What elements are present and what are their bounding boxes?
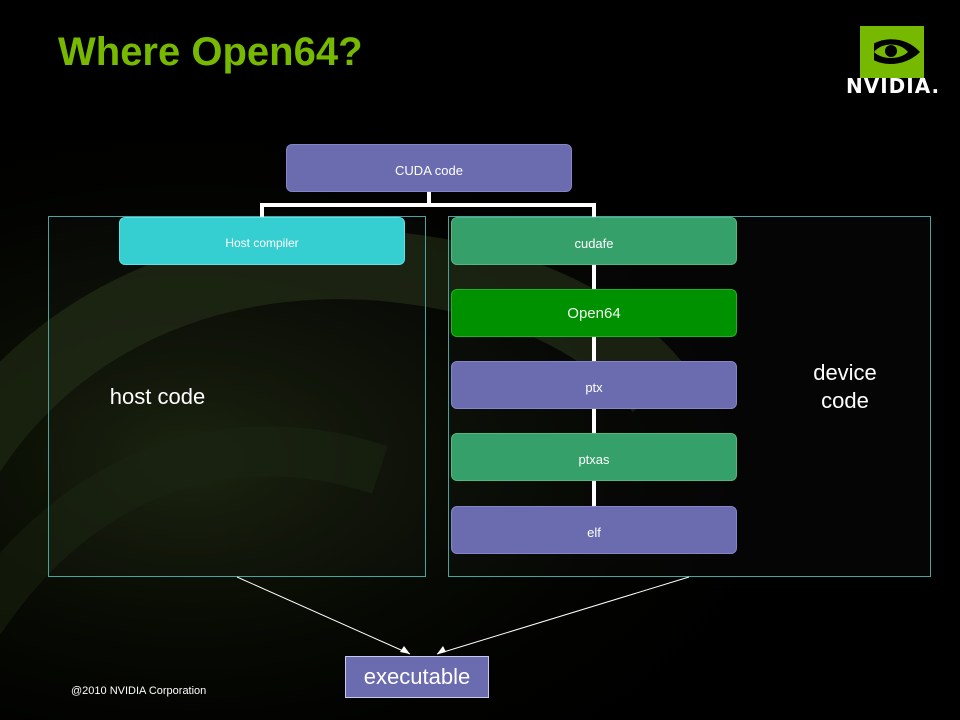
page-title: Where Open64? <box>58 30 363 74</box>
node-ptxas-label: ptxas <box>578 452 610 467</box>
node-open64-label: Open64 <box>567 305 621 322</box>
node-cuda-code: CUDA code <box>286 144 572 192</box>
device-code-label: device code <box>813 360 877 413</box>
node-ptxas: ptxas <box>451 433 737 481</box>
node-host-compiler: Host compiler <box>119 217 405 265</box>
node-cuda-code-label: CUDA code <box>395 163 463 178</box>
executable-box: executable <box>345 656 489 698</box>
copyright-footer: @2010 NVIDIA Corporation <box>71 685 207 697</box>
nvidia-wordmark: NVIDIA. <box>846 74 941 98</box>
device-code-region <box>448 216 931 577</box>
node-host-compiler-label: Host compiler <box>225 236 299 250</box>
node-elf-label: elf <box>587 525 601 540</box>
node-cudafe-label: cudafe <box>574 236 614 251</box>
node-cudafe: cudafe <box>451 217 737 265</box>
executable-label: executable <box>363 664 471 689</box>
host-code-label: host code <box>109 384 206 409</box>
node-elf: elf <box>451 506 737 554</box>
nvidia-eye-logo-icon <box>860 26 924 78</box>
node-open64: Open64 <box>451 289 737 337</box>
node-ptx: ptx <box>451 361 737 409</box>
host-code-region <box>48 216 426 577</box>
node-ptx-label: ptx <box>585 380 603 395</box>
